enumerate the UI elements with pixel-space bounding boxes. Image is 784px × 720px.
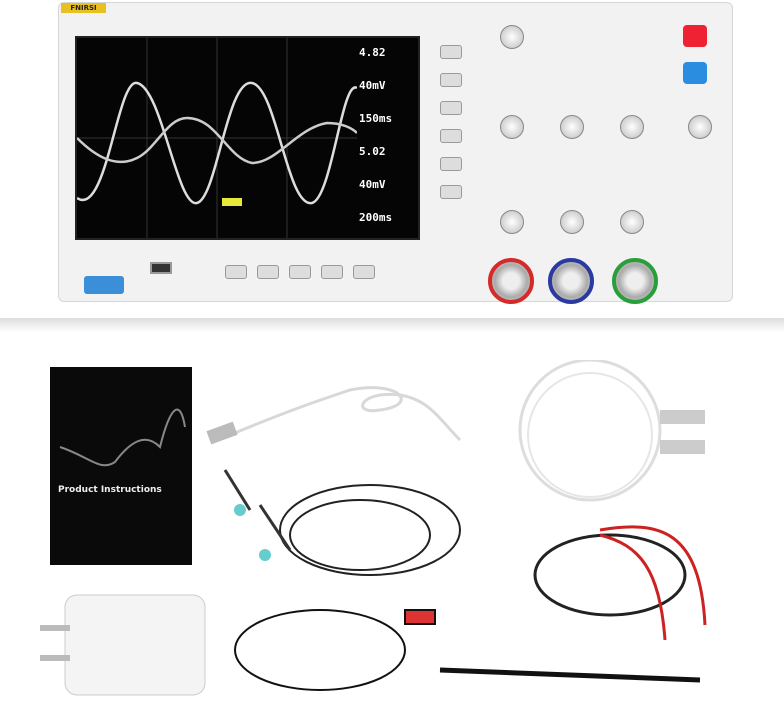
screwdrivers [223,469,292,551]
menu-button[interactable] [440,45,462,59]
waveform-display [76,38,358,238]
horizontal-knob[interactable] [620,115,644,139]
menu-button[interactable] [440,101,462,115]
auto-button[interactable] [683,62,707,84]
side-buttons [440,45,462,199]
menu-button[interactable] [440,157,462,171]
soft-button[interactable] [353,265,375,279]
soft-button[interactable] [257,265,279,279]
ch1-bnc-connector [488,258,534,304]
menu-button[interactable] [440,129,462,143]
usb-port [150,262,172,274]
soft-button[interactable] [225,265,247,279]
bnc-alligator-cable [533,525,707,641]
ch2-volts-knob[interactable] [560,210,584,234]
brand-logo: FNIRSI [61,3,106,13]
readout-5: 40mV [359,178,386,191]
usb-data-cable [518,360,705,502]
instruction-manual: Product Instructions [50,367,192,565]
generator-bnc-connector [612,258,658,304]
waveform-1 [76,81,358,205]
power-button[interactable] [84,276,124,294]
oscilloscope-screen: 4.82 40mV 150ms 5.02 40mV 200ms [75,36,420,240]
ch1-knob[interactable] [500,115,524,139]
readout-6: 200ms [359,211,393,224]
usb-plug-icon [206,421,238,445]
ch2-knob[interactable] [560,115,584,139]
trigger-knob[interactable] [688,115,712,139]
ch2-bnc-connector [548,258,594,304]
usb-charging-cable [229,386,462,442]
bottom-buttons [225,265,375,279]
scope-base [0,318,784,332]
timebase-knob[interactable] [620,210,644,234]
oscilloscope-probes [279,484,461,576]
waveform-2 [76,116,358,165]
multipurpose-knob[interactable] [500,25,524,49]
soft-button[interactable] [321,265,343,279]
probe [234,609,701,691]
readout-3: 150ms [359,112,393,125]
readout-2: 40mV [359,79,386,92]
probe-color-rings [234,504,271,561]
menu-button[interactable] [440,185,462,199]
accessories [40,360,707,696]
soft-button[interactable] [289,265,311,279]
readout-4: 5.02 [359,145,386,158]
readout-1: 4.82 [359,46,386,59]
power-adapter [40,594,206,696]
menu-button[interactable] [440,73,462,87]
manual-wave-graphic [59,408,186,467]
manual-title: Product Instructions [58,485,162,495]
ch1-volts-knob[interactable] [500,210,524,234]
run-stop-button[interactable] [683,25,707,47]
